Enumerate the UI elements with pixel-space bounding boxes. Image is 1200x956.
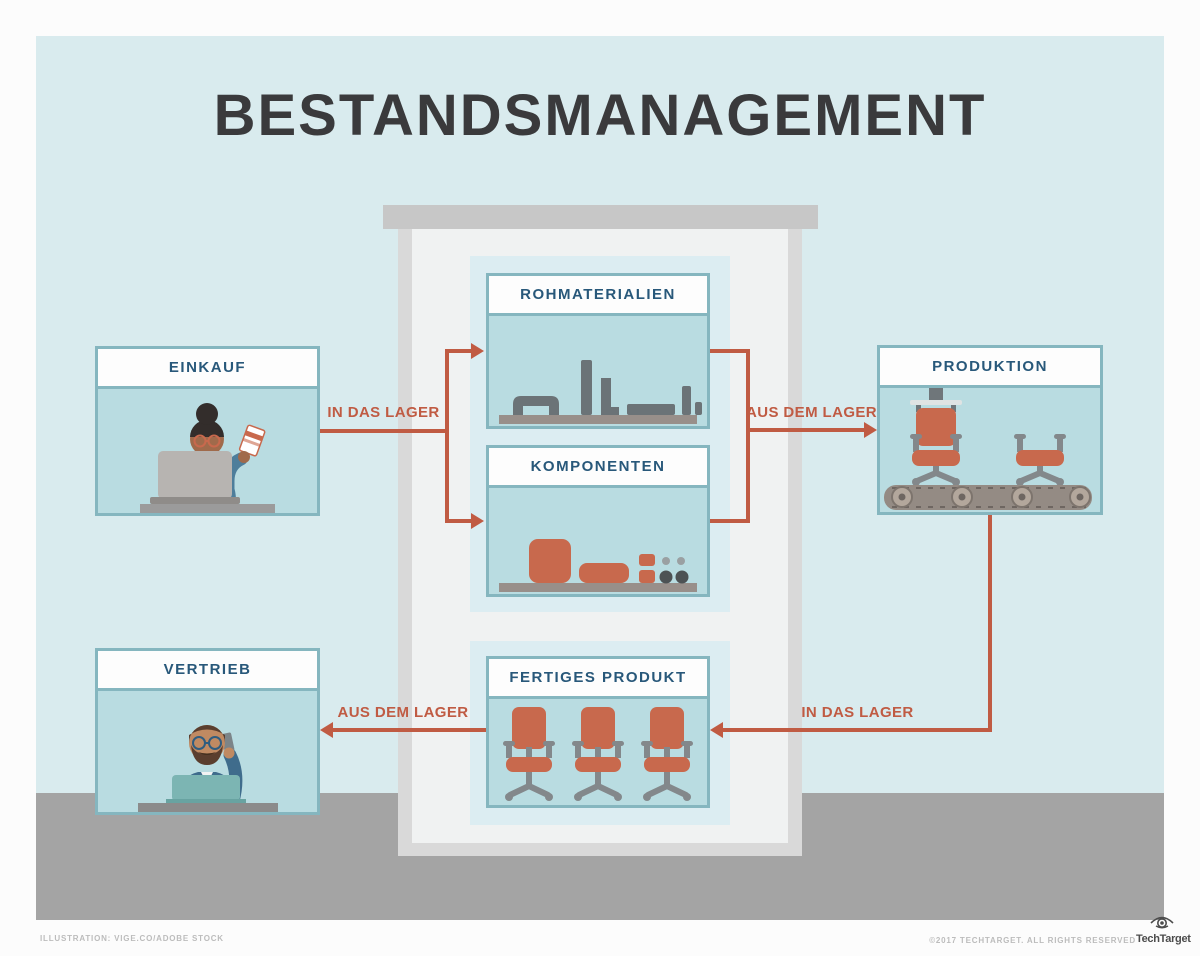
techtarget-eye-icon: [1150, 916, 1174, 929]
illustration-credit: ILLUSTRATION: VIGE.CO/ADOBE STOCK: [40, 934, 224, 943]
arrow-to-fertiges-produkt-head: [710, 722, 723, 738]
page-title: BESTANDSMANAGEMENT: [213, 83, 987, 148]
einkauf-box-label: EINKAUF: [168, 359, 247, 376]
arrow-to-komponenten-head: [471, 513, 484, 529]
produktion-box-header: PRODUKTION: [880, 348, 1100, 388]
arrow-to-vertrieb-line: [332, 728, 486, 732]
arrow-rohmaterialien-out-line: [710, 349, 748, 353]
techtarget-logo: TechTarget: [1136, 914, 1191, 947]
flow-label-in-das-lager-top: IN DAS LAGER: [327, 404, 440, 421]
produktion-box-label: PRODUKTION: [932, 358, 1048, 375]
fertiges-produkt-box-body: [489, 699, 707, 805]
rohmaterialien-box-header: ROHMATERIALIEN: [489, 276, 707, 316]
flow-label-aus-dem-lager-bottom: AUS DEM LAGER: [337, 704, 469, 721]
metal-pipes-on-shelf-icon: [499, 360, 702, 424]
arrow-to-produktion-head: [864, 422, 877, 438]
arrow-einkauf-out-line: [320, 429, 447, 433]
arrow-to-rohmaterialien-line: [449, 349, 472, 353]
arrow-to-vertrieb-head: [320, 722, 333, 738]
flow-label-in-das-lager-bottom: IN DAS LAGER: [801, 704, 914, 721]
fertiges-produkt-box-header: FERTIGES PRODUKT: [489, 659, 707, 699]
einkauf-box-header: EINKAUF: [98, 349, 317, 389]
arrow-left-trunk-line: [445, 349, 449, 523]
produktion-box: PRODUKTION: [877, 345, 1103, 515]
arrow-komponenten-out-line: [710, 519, 748, 523]
fertiges-produkt-box-label: FERTIGES PRODUKT: [509, 669, 687, 686]
rohmaterialien-box-label: ROHMATERIALIEN: [520, 286, 676, 303]
man-on-phone-at-laptop-icon: [138, 725, 278, 812]
fertiges-produkt-box: FERTIGES PRODUKT: [486, 656, 710, 808]
warehouse-roof-beam: [383, 205, 818, 229]
arrow-to-komponenten-line: [449, 519, 472, 523]
arrow-right-trunk-line: [746, 349, 750, 523]
vertrieb-box: VERTRIEB: [95, 648, 320, 815]
komponenten-box: KOMPONENTEN: [486, 445, 710, 597]
produktion-box-body: [880, 388, 1100, 512]
komponenten-box-header: KOMPONENTEN: [489, 448, 707, 488]
rohmaterialien-box: ROHMATERIALIEN: [486, 273, 710, 429]
vertrieb-box-header: VERTRIEB: [98, 651, 317, 691]
vertrieb-box-body: [98, 691, 317, 812]
arrow-produktion-down-line: [988, 515, 992, 730]
vertrieb-box-label: VERTRIEB: [163, 661, 252, 678]
komponenten-box-label: KOMPONENTEN: [530, 458, 666, 475]
arrow-to-produktion-line: [750, 428, 864, 432]
rohmaterialien-box-body: [489, 316, 707, 426]
chair-parts-on-shelf-icon: [499, 539, 697, 592]
flow-label-aus-dem-lager-top: AUS DEM LAGER: [746, 404, 878, 421]
einkauf-box-body: [98, 389, 317, 513]
conveyor-belt-assembly-icon: [884, 388, 1092, 510]
woman-with-credit-card-at-laptop-icon: [140, 403, 275, 513]
einkauf-box: EINKAUF: [95, 346, 320, 516]
techtarget-logo-text: TechTarget: [1136, 933, 1191, 945]
three-office-chairs-icon: [489, 699, 707, 805]
komponenten-box-body: [489, 488, 707, 594]
copyright-text: ©2017 TECHTARGET. ALL RIGHTS RESERVED: [929, 936, 1136, 945]
arrow-to-rohmaterialien-head: [471, 343, 484, 359]
arrow-to-fertiges-produkt-line: [723, 728, 992, 732]
